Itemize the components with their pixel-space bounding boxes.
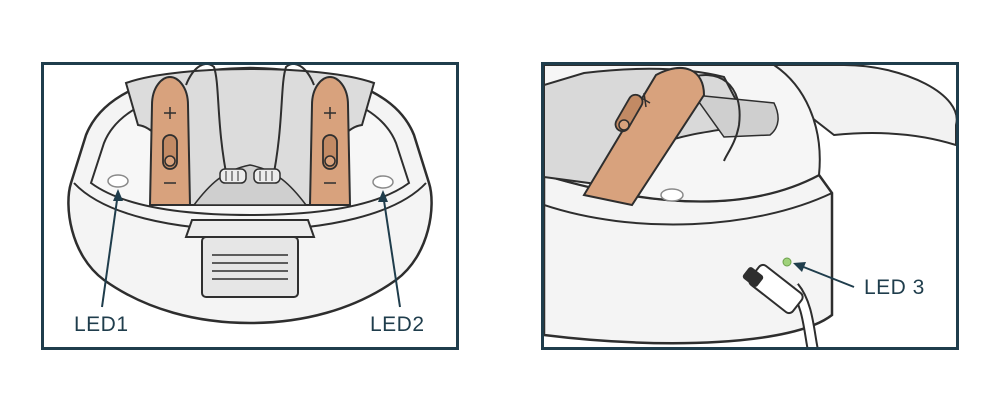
led3-indicator (783, 258, 791, 266)
case-top-view-panel: LED1 LED2 (41, 62, 459, 350)
led2-label: LED2 (370, 313, 425, 337)
ear-dome-left (220, 169, 246, 183)
hearing-aid-right (310, 77, 350, 205)
ear-dome-right (254, 169, 280, 183)
case-side-view-panel: LED 3 (541, 62, 959, 350)
case-top-led (661, 189, 683, 201)
case-latch (186, 220, 314, 297)
led1-label: LED1 (74, 313, 129, 337)
led3-label: LED 3 (864, 276, 925, 300)
charging-case-top-view-illustration (44, 65, 456, 347)
led2-indicator (373, 176, 393, 188)
hearing-aid-left (150, 77, 190, 205)
led1-indicator (108, 175, 128, 187)
charging-case-side-view-illustration (544, 65, 956, 347)
